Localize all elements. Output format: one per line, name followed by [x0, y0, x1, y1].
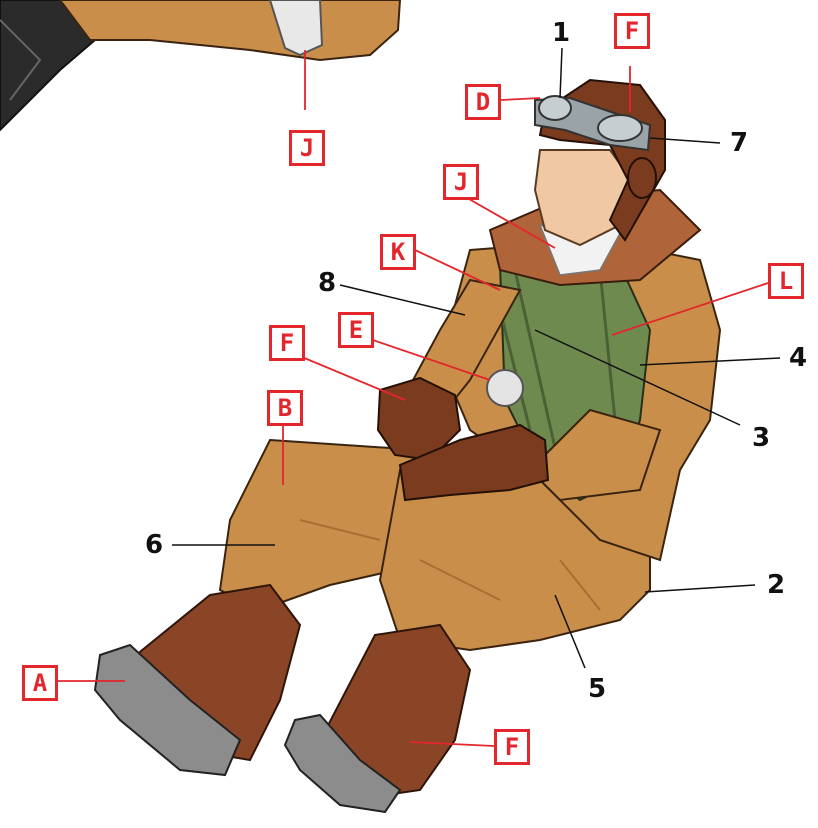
- callout-letter-f-helmet: F: [614, 13, 650, 49]
- harness-buckle: [487, 370, 523, 406]
- callout-letter-l: L: [768, 263, 804, 299]
- callout-number-1: 1: [552, 20, 570, 46]
- callout-letter-j-scarf: J: [443, 164, 479, 200]
- callout-letter-f-boot: F: [494, 729, 530, 765]
- callout-number-4: 4: [789, 345, 807, 371]
- callout-letter-a: A: [22, 665, 58, 701]
- callout-number-5: 5: [588, 676, 606, 702]
- callout-number-3: 3: [752, 425, 770, 451]
- callout-letter-f-glove: F: [269, 325, 305, 361]
- callout-number-7: 7: [730, 130, 748, 156]
- cropped-figure-top-left: [0, 0, 400, 130]
- callout-letter-b: B: [267, 390, 303, 426]
- callout-number-8: 8: [318, 270, 336, 296]
- callout-letter-j-top: J: [289, 130, 325, 166]
- callout-number-2: 2: [767, 572, 785, 598]
- callout-letter-e: E: [338, 312, 374, 348]
- callout-number-6: 6: [145, 532, 163, 558]
- callout-letter-k: K: [380, 234, 416, 270]
- callout-letter-d: D: [465, 84, 501, 120]
